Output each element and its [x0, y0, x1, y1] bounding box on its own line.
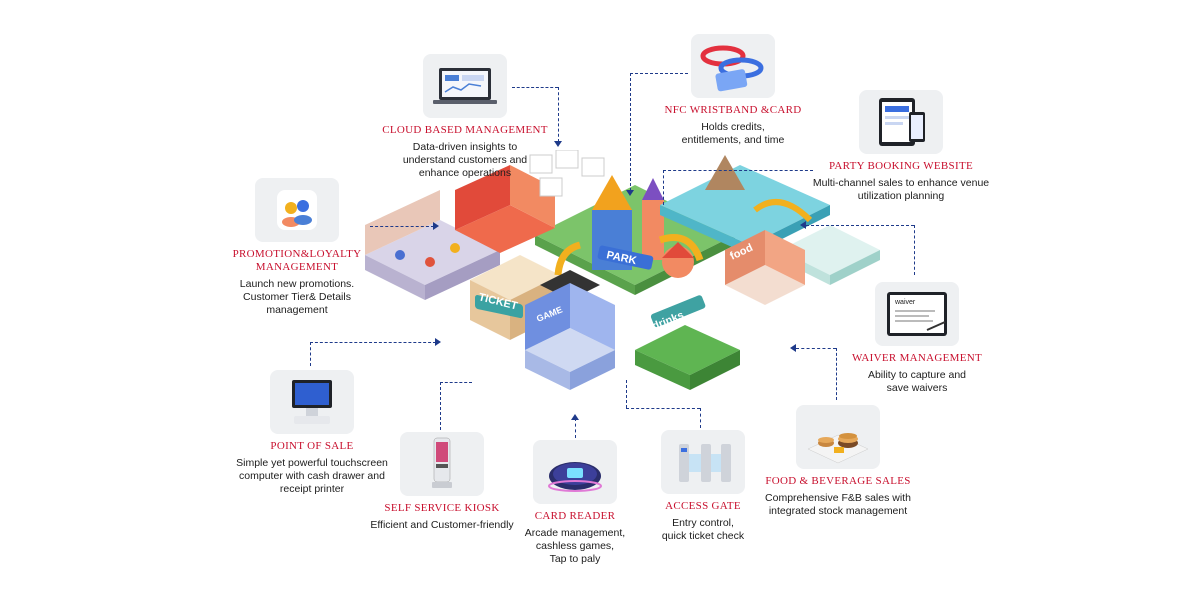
feature-desc: Holds credits, entitlements, and time [658, 121, 808, 147]
feature-promo: PROMOTION&LOYALTY MANAGEMENT Launch new … [226, 178, 368, 317]
connector-promo [370, 226, 434, 227]
connector-pos [310, 342, 436, 343]
desc-line: Arcade management, [524, 527, 626, 539]
desc-line: integrated stock management [768, 505, 908, 517]
feature-title: CARD READER [534, 510, 616, 522]
feature-desc: Comprehensive F&B sales with integrated … [754, 492, 922, 518]
laptop-dashboard-icon [423, 54, 507, 118]
ticket-booth [455, 205, 555, 253]
theme-park-illustration: TICKET PARK food drinks GAME [365, 150, 880, 390]
desc-line: understand customers and [402, 154, 528, 166]
connector-kiosk [440, 382, 441, 430]
desc-line: Holds credits, [701, 121, 765, 133]
connector-cloud [512, 87, 558, 88]
connector-pos-v [310, 342, 311, 366]
desc-line: Efficient and Customer-friendly [370, 519, 514, 531]
desc-line: computer with cash drawer and [239, 470, 385, 482]
food-tray-icon [796, 405, 880, 469]
connector-fnb [796, 348, 836, 349]
desc-line: Ability to capture and [867, 369, 967, 381]
water-park [660, 165, 830, 245]
feature-reader: CARD READER Arcade management, cashless … [508, 440, 642, 566]
arrow-cloud [554, 141, 562, 147]
drinks-stall [635, 325, 740, 375]
arrow-pos [435, 338, 441, 346]
connector-waiver-v [914, 225, 915, 275]
connector-party [663, 170, 813, 171]
wristband-icon [691, 34, 775, 98]
desc-line: Simple yet powerful touchscreen [236, 457, 388, 469]
desc-line: enhance operations [418, 167, 512, 179]
waiver-tablet-icon: waiver [875, 282, 959, 346]
desc-line: Tap to paly [549, 553, 601, 565]
desc-line: utilization planning [857, 190, 945, 202]
desc-line: Launch new promotions. [239, 278, 355, 290]
access-gate-icon [661, 430, 745, 494]
feature-desc: Entry control, quick ticket check [640, 517, 766, 543]
connector-reader [575, 418, 576, 438]
waiver-screen-text: waiver [894, 299, 916, 306]
connector-nfc-v [630, 73, 631, 191]
feature-desc: Data-driven insights to understand custo… [380, 141, 550, 180]
arrow-promo [433, 222, 439, 230]
desc-line: Comprehensive F&B sales with [765, 492, 911, 504]
connector-waiver [806, 225, 914, 226]
arrow-nfc [626, 190, 634, 196]
desc-line: Entry control, [672, 517, 734, 529]
feature-waiver: waiver WAIVER MANAGEMENT Ability to capt… [846, 282, 988, 395]
feature-title: FOOD & BEVERAGE SALES [765, 475, 911, 487]
pos-terminal-icon [270, 370, 354, 434]
connector-party-v [663, 170, 664, 205]
desc-line: management [266, 304, 328, 316]
desc-line: quick ticket check [661, 530, 745, 542]
connector-nfc [630, 73, 688, 74]
feature-desc: Efficient and Customer-friendly [364, 519, 520, 532]
feature-title: PROMOTION&LOYALTY MANAGEMENT [232, 248, 362, 273]
feature-title: SELF SERVICE KIOSK [384, 502, 500, 514]
feature-party: PARTY BOOKING WEBSITE Multi-channel sale… [806, 90, 996, 203]
feature-fnb: FOOD & BEVERAGE SALES Comprehensive F&B … [754, 405, 922, 518]
desc-line: Customer Tier& Details [243, 291, 351, 303]
feature-desc: Arcade management, cashless games, Tap t… [508, 527, 642, 566]
arcade-room [365, 220, 500, 285]
feature-title: CLOUD BASED MANAGEMENT [382, 124, 548, 136]
feature-desc: Simple yet powerful touchscreen computer… [226, 457, 398, 496]
feature-kiosk: SELF SERVICE KIOSK Efficient and Custome… [364, 432, 520, 532]
users-icon [255, 178, 339, 242]
feature-pos: POINT OF SALE Simple yet powerful touchs… [226, 370, 398, 496]
connector-kiosk-h [440, 382, 472, 383]
feature-gate: ACCESS GATE Entry control, quick ticket … [640, 430, 766, 543]
card-reader-icon [533, 440, 617, 504]
connector-gate [626, 380, 627, 408]
connector-gate-v2 [700, 408, 701, 428]
connector-fnb-v [836, 348, 837, 400]
feature-desc: Launch new promotions. Customer Tier& De… [226, 278, 368, 317]
connector-gate-h [626, 408, 700, 409]
feature-title: PARTY BOOKING WEBSITE [829, 160, 973, 172]
kiosk-icon [400, 432, 484, 496]
feature-title: ACCESS GATE [665, 500, 741, 512]
feature-nfc: NFC WRISTBAND &CARD Holds credits, entit… [658, 34, 808, 147]
feature-title: NFC WRISTBAND &CARD [664, 104, 802, 116]
connector-cloud-v [558, 87, 559, 142]
feature-title: POINT OF SALE [270, 440, 354, 452]
desc-line: Multi-channel sales to enhance venue [812, 177, 990, 189]
feature-title: WAIVER MANAGEMENT [851, 352, 983, 364]
desc-line: entitlements, and time [681, 134, 785, 146]
feature-cloud: CLOUD BASED MANAGEMENT Data-driven insig… [380, 54, 550, 180]
arrow-reader [571, 414, 579, 420]
desc-line: Data-driven insights to [412, 141, 518, 153]
feature-desc: Ability to capture and save waivers [846, 369, 988, 395]
tablet-phone-icon [859, 90, 943, 154]
desc-line: cashless games, [535, 540, 615, 552]
desc-line: save waivers [886, 382, 948, 394]
desc-line: receipt printer [279, 483, 345, 495]
arrow-waiver [800, 221, 806, 229]
arrow-fnb [790, 344, 796, 352]
feature-desc: Multi-channel sales to enhance venue uti… [806, 177, 996, 203]
